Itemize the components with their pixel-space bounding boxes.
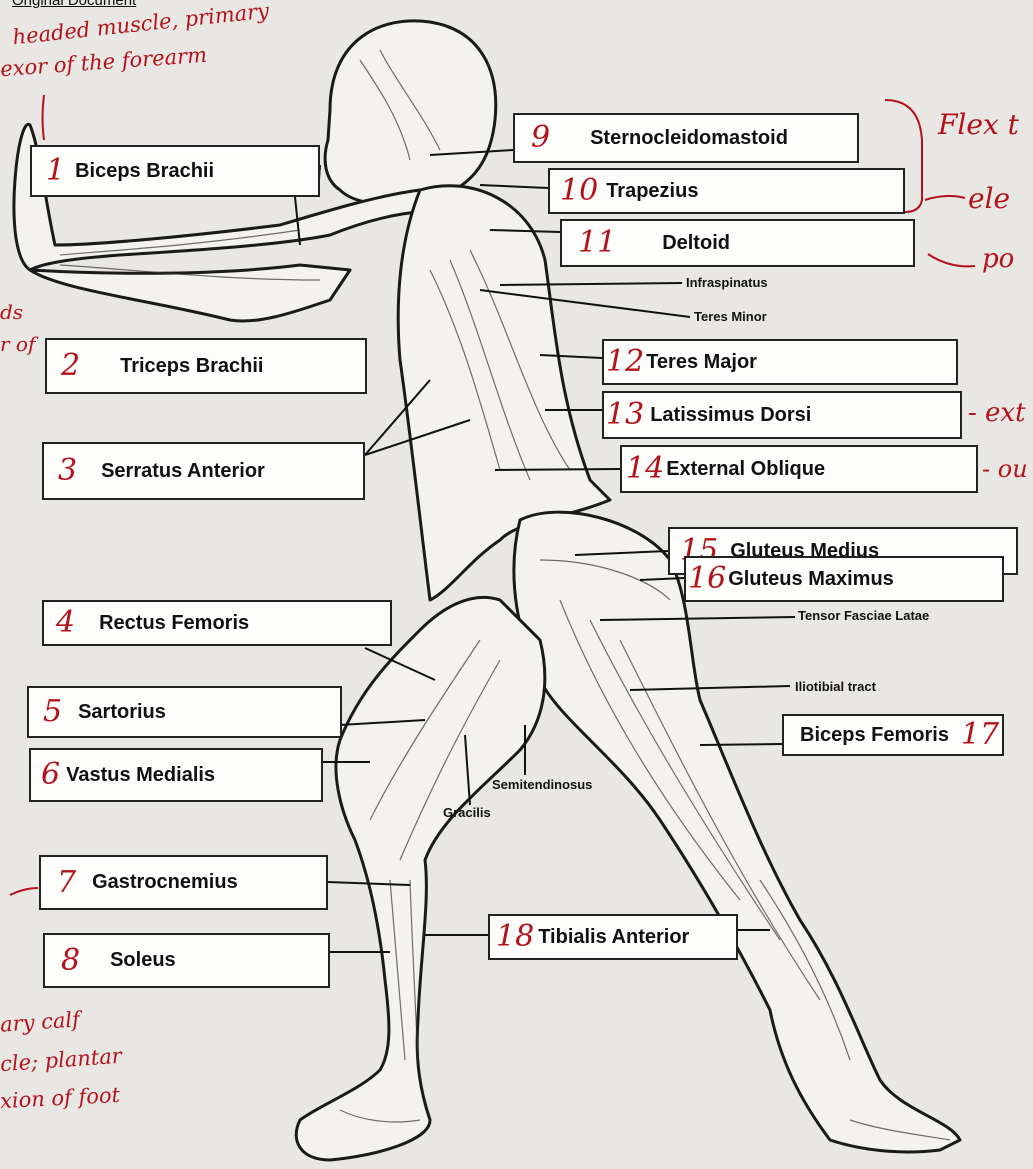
label-gluteus-maximus: 16 Gluteus Maximus xyxy=(684,556,1004,602)
label-semitendinosus: Semitendinosus xyxy=(492,777,592,792)
label-number: 14 xyxy=(626,454,664,484)
label-vastus-medialis: 6 Vastus Medialis xyxy=(29,748,323,802)
label-text: Tibialis Anterior xyxy=(538,926,689,949)
label-text: Trapezius xyxy=(606,180,698,203)
note-right-po: po xyxy=(982,244,1014,274)
label-number: 9 xyxy=(531,123,550,153)
label-number: 1 xyxy=(46,156,65,186)
label-triceps-brachii: 2 Triceps Brachii xyxy=(45,338,367,394)
label-text: Gluteus Maximus xyxy=(728,568,894,591)
label-text: Sartorius xyxy=(78,701,166,724)
label-trapezius: 10 Trapezius xyxy=(548,168,905,214)
label-infraspinatus: Infraspinatus xyxy=(686,275,768,290)
label-text: Biceps Brachii xyxy=(75,160,214,183)
label-sternocleidomastoid: 9 Sternocleidomastoid xyxy=(513,113,859,163)
label-number: 6 xyxy=(41,760,60,790)
label-serratus-anterior: 3 Serratus Anterior xyxy=(42,442,365,500)
label-sartorius: 5 Sartorius xyxy=(27,686,342,738)
label-text: Biceps Femoris xyxy=(800,724,949,747)
note-right-ext: - ext xyxy=(968,398,1026,428)
label-number: 18 xyxy=(496,922,534,952)
label-number: 13 xyxy=(606,400,644,430)
label-iliotibial-tract: Iliotibial tract xyxy=(795,679,876,694)
label-text: Triceps Brachii xyxy=(120,355,263,378)
note-right-ele: ele xyxy=(968,182,1010,215)
label-number: 8 xyxy=(61,946,80,976)
label-tibialis-anterior: 18 Tibialis Anterior xyxy=(488,914,738,960)
label-number: 2 xyxy=(61,351,80,381)
label-latissimus-dorsi: 13 Latissimus Dorsi xyxy=(602,391,962,439)
note-right-flex: Flex t xyxy=(938,108,1019,141)
label-number: 17 xyxy=(961,720,999,750)
label-tensor-fasciae-latae: Tensor Fasciae Latae xyxy=(798,608,929,623)
label-text: Sternocleidomastoid xyxy=(590,127,788,150)
label-external-oblique: 14 External Oblique xyxy=(620,445,978,493)
label-number: 12 xyxy=(606,347,644,377)
label-number: 7 xyxy=(57,868,76,898)
label-number: 5 xyxy=(43,697,62,727)
label-text: Teres Major xyxy=(646,351,757,374)
label-text: External Oblique xyxy=(666,458,825,481)
label-text: Gastrocnemius xyxy=(92,871,238,894)
label-text: Serratus Anterior xyxy=(101,460,265,483)
label-teres-minor: Teres Minor xyxy=(694,309,767,324)
label-number: 10 xyxy=(560,176,598,206)
note-left-2a: ds xyxy=(0,300,23,324)
label-number: 4 xyxy=(56,608,75,638)
label-gracilis: Gracilis xyxy=(443,805,491,820)
label-gastrocnemius: 7 Gastrocnemius xyxy=(39,855,328,910)
label-biceps-femoris: Biceps Femoris 17 xyxy=(782,714,1004,756)
label-rectus-femoris: 4 Rectus Femoris xyxy=(42,600,392,646)
label-deltoid: 11 Deltoid xyxy=(560,219,915,267)
label-text: Latissimus Dorsi xyxy=(650,404,811,427)
label-soleus: 8 Soleus xyxy=(43,933,330,988)
note-right-ou: - ou xyxy=(982,455,1028,483)
label-biceps-brachii: 1 Biceps Brachii xyxy=(30,145,320,197)
note-left-2b: r of xyxy=(0,332,35,356)
label-text: Soleus xyxy=(110,949,176,972)
label-teres-major: 12 Teres Major xyxy=(602,339,958,385)
label-number: 11 xyxy=(578,228,616,258)
label-text: Vastus Medialis xyxy=(66,764,215,787)
label-number: 3 xyxy=(58,456,77,486)
label-text: Deltoid xyxy=(662,232,730,255)
label-text: Rectus Femoris xyxy=(99,612,249,635)
label-number: 16 xyxy=(688,564,726,594)
